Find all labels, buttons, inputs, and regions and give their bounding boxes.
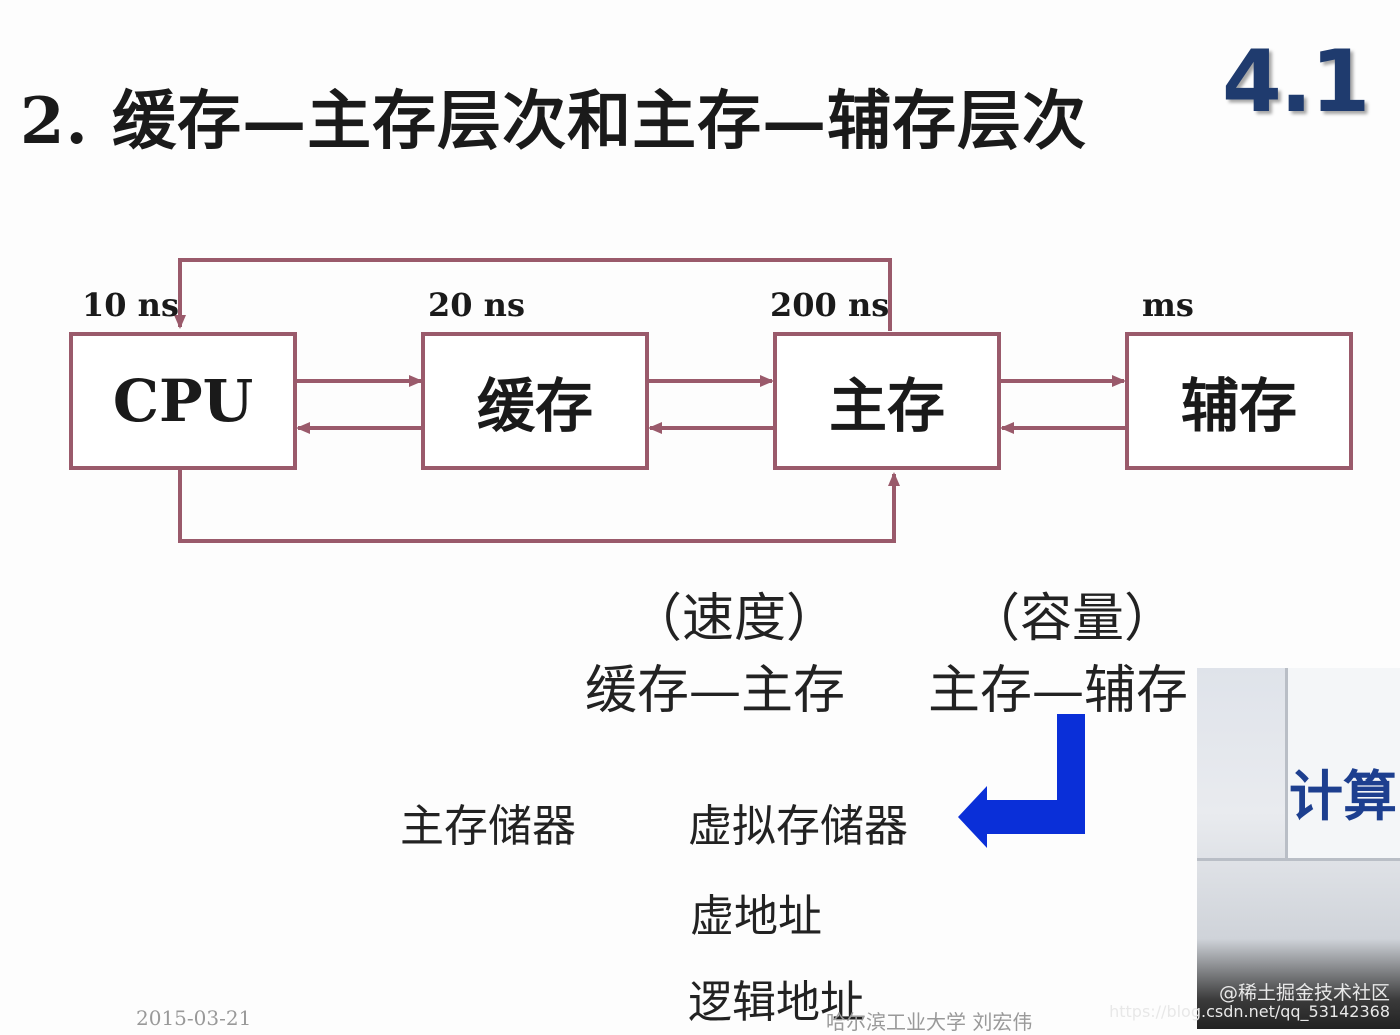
speed-hierarchy: 缓存—主存 [585,661,846,721]
node-cache: 缓存 [421,332,649,470]
node-cpu-label: CPU [112,367,254,435]
webcam-sign-text: 计算 [1289,765,1397,828]
watermark-bottom: https://blog.csdn.net/qq_53142368 [1109,1002,1390,1021]
latency-cache: 20 ns [428,286,525,324]
term-logical-address: 逻辑地址 [688,977,864,1028]
speed-label: （速度） [630,589,839,649]
webcam-background-panel [1285,668,1400,858]
latency-main-memory: 200 ns [770,286,890,324]
webcam-background-line [1197,858,1400,861]
latency-cpu: 10 ns [82,286,179,324]
blue-pointer-arrow [958,714,1085,848]
edge-main-memory-to-cpu [174,258,892,331]
node-auxiliary-storage: 辅存 [1125,332,1353,470]
node-cpu: CPU [69,332,297,470]
node-main-memory-label: 主存 [828,372,945,440]
edge-cpu-to-main-memory [178,470,900,543]
term-main-storage: 主存储器 [400,801,576,852]
node-cache-label: 缓存 [476,372,593,440]
capacity-label: （容量） [968,589,1177,649]
node-auxiliary-storage-label: 辅存 [1180,372,1297,440]
slide-date: 2015-03-21 [136,1006,252,1030]
watermark-top: @稀土掘金技术社区 [1218,982,1390,1004]
node-main-memory: 主存 [773,332,1001,470]
slide-author: 哈尔滨工业大学 刘宏伟 [826,1010,1033,1034]
capacity-hierarchy: 主存—辅存 [928,661,1189,721]
term-virtual-storage: 虚拟存储器 [688,801,908,852]
section-number: 4.1 [1222,32,1370,132]
webcam-overlay: 计算 [1197,668,1400,1029]
slide-title: 2. 缓存—主存层次和主存—辅存层次 [20,84,1088,159]
term-virtual-address: 虚地址 [690,891,822,942]
latency-auxiliary: ms [1142,286,1194,324]
